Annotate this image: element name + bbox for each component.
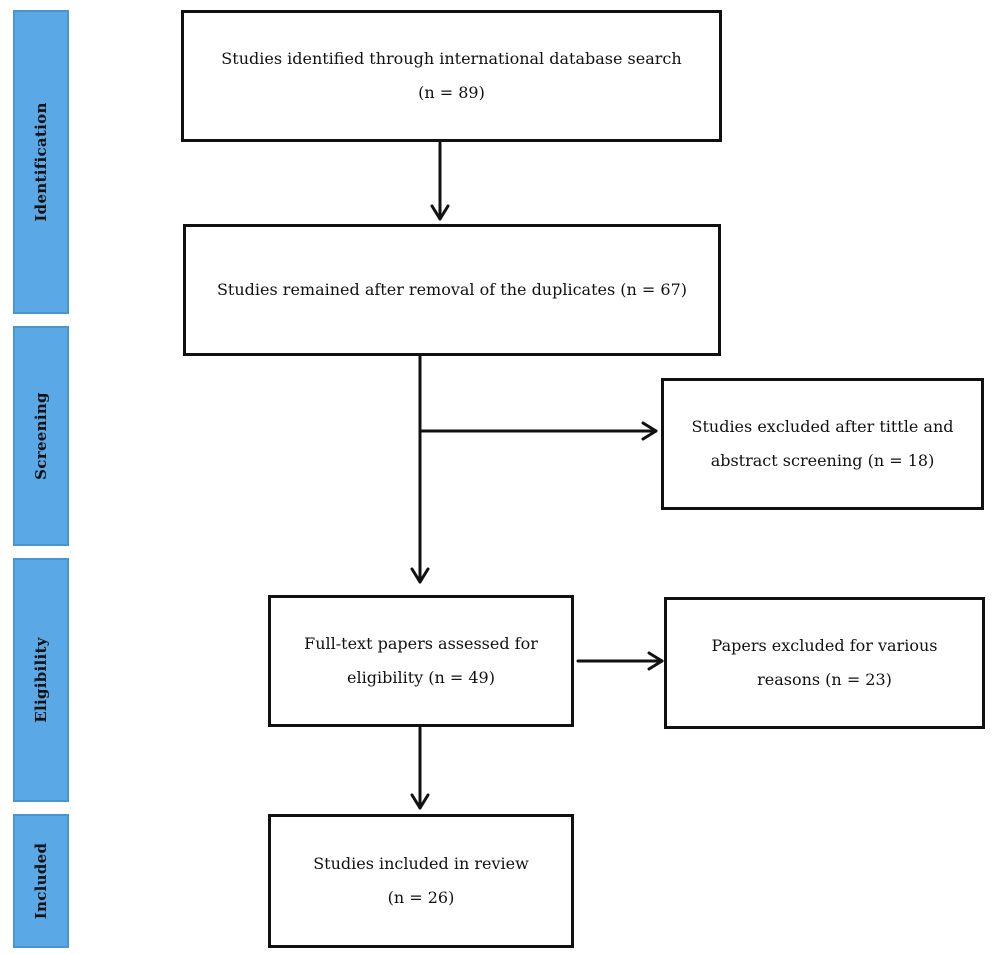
box-full-text-assessed-text: Full-text papers assessed for xyxy=(304,634,538,653)
box-after-duplicates: Studies remained after removal of the du… xyxy=(183,224,721,356)
box-excluded-screening: Studies excluded after tittle and abstra… xyxy=(661,378,984,510)
box-full-text-assessed: Full-text papers assessed for eligibilit… xyxy=(268,595,574,727)
box-studies-identified: Studies identified through international… xyxy=(181,10,722,142)
phase-included: Included xyxy=(13,814,69,948)
box-papers-excluded-count: reasons (n = 23) xyxy=(757,670,892,689)
arrowhead-to-excluded-screening xyxy=(641,421,658,441)
arrowhead-fulltext-to-included xyxy=(410,793,430,810)
phase-eligibility: Eligibility xyxy=(13,558,69,802)
phase-screening: Screening xyxy=(13,326,69,546)
box-excluded-screening-text: Studies excluded after tittle and xyxy=(691,417,954,436)
box-studies-included-text: Studies included in review xyxy=(313,854,529,873)
box-full-text-assessed-count: eligibility (n = 49) xyxy=(347,668,495,687)
phase-identification: Identification xyxy=(13,10,69,314)
box-studies-included-count: (n = 26) xyxy=(387,888,455,907)
box-papers-excluded-text: Papers excluded for various xyxy=(711,636,938,655)
box-studies-identified-count: (n = 89) xyxy=(418,83,485,102)
box-studies-included: Studies included in review (n = 26) xyxy=(268,814,574,948)
box-after-duplicates-text: Studies remained after removal of the du… xyxy=(216,280,688,299)
box-papers-excluded: Papers excluded for various reasons (n =… xyxy=(664,597,985,729)
arrowhead-duplicates-to-fulltext xyxy=(410,567,430,584)
box-excluded-screening-count: abstract screening (n = 18) xyxy=(710,451,935,470)
arrowhead-identified-to-duplicates xyxy=(430,204,450,221)
arrowhead-fulltext-to-excluded xyxy=(647,651,664,671)
box-studies-identified-text: Studies identified through international… xyxy=(221,49,682,68)
